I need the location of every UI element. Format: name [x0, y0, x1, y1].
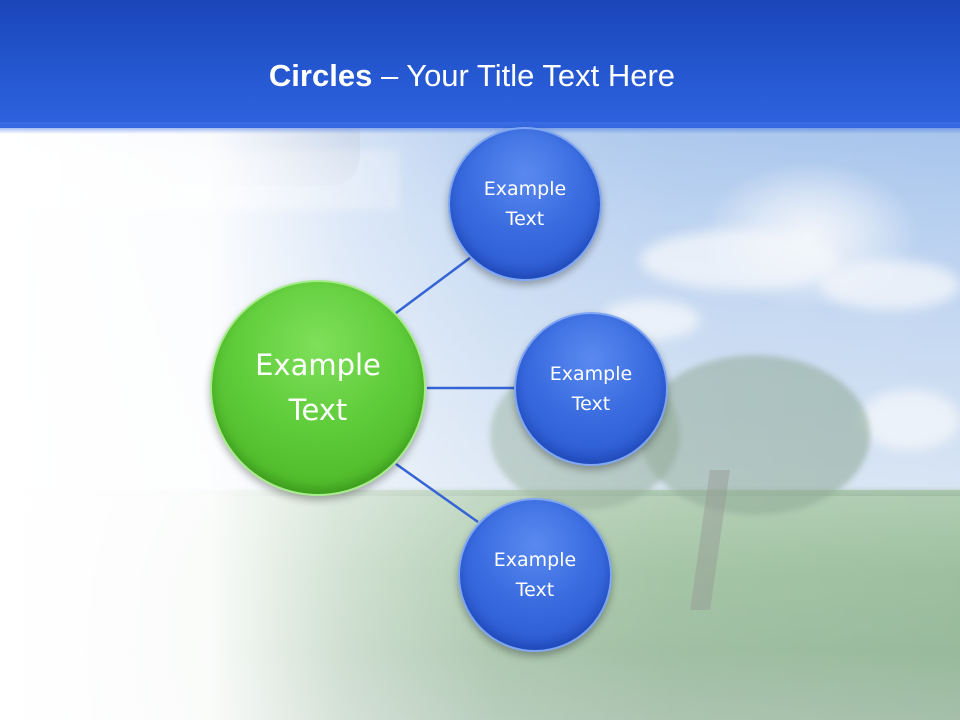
- title-banner: [0, 0, 960, 128]
- node-circle-1-label: Example Text: [483, 178, 567, 230]
- node-circle-1: Example Text: [448, 127, 602, 281]
- node-circle-3: Example Text: [458, 498, 612, 652]
- node-circle-3-label: Example Text: [493, 549, 577, 601]
- title-bold-part: Circles: [268, 58, 373, 93]
- node-circle-2: Example Text: [514, 312, 668, 466]
- center-circle: Example Text: [210, 280, 426, 496]
- node-circle-2-label: Example Text: [549, 363, 633, 415]
- title-rest-part: – Your Title Text Here: [372, 58, 676, 93]
- connector-line-1: [395, 250, 479, 315]
- slide-title: Circles – Your Title Text Here: [0, 56, 944, 96]
- center-circle-label: Example Text: [255, 348, 381, 427]
- banner-shine: [0, 122, 960, 134]
- connector-line-3: [395, 462, 479, 524]
